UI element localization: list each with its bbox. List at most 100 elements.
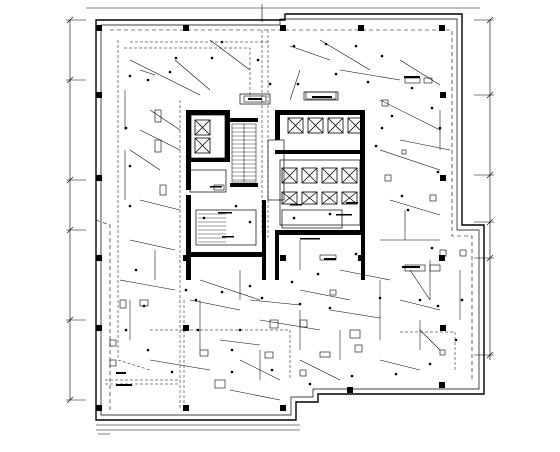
elevator-car — [287, 117, 304, 134]
wire-run — [119, 279, 176, 291]
fixture — [319, 351, 331, 358]
annotation-mark — [116, 384, 132, 386]
structural-column — [96, 405, 102, 411]
elevator-car — [301, 191, 318, 205]
wire-run — [319, 39, 371, 71]
device-dot — [174, 56, 178, 60]
electrical-fixtures — [109, 77, 467, 389]
structural-column — [96, 255, 102, 261]
elevator-cross — [194, 137, 211, 154]
device-dot — [220, 290, 224, 294]
device-dot — [316, 272, 320, 276]
fixture — [243, 95, 267, 103]
structural-column — [358, 25, 364, 31]
fixture — [305, 91, 337, 100]
device-dot — [124, 328, 128, 332]
annotation-marks — [116, 76, 420, 386]
wire-run — [339, 269, 391, 281]
annotation-mark — [312, 96, 332, 98]
elevator-cross — [327, 117, 344, 134]
stair-tread-lines — [198, 127, 256, 243]
fixture — [154, 139, 162, 153]
annotation-mark — [298, 150, 312, 152]
device-dot — [146, 348, 150, 352]
wire-run — [229, 389, 281, 401]
device-dot — [202, 216, 206, 220]
device-dot — [170, 370, 174, 374]
edge-hatch — [96, 424, 300, 435]
structural-column — [440, 92, 446, 98]
wire-run — [219, 339, 261, 346]
device-dot — [366, 80, 370, 84]
fixture — [423, 77, 433, 84]
fixture — [109, 359, 117, 367]
elevator-car — [327, 117, 344, 134]
device-dot — [128, 164, 132, 168]
annotation-mark — [116, 372, 126, 374]
structural-column — [440, 325, 446, 331]
device-dot — [430, 106, 434, 110]
wire-run — [379, 99, 441, 131]
device-dot — [390, 114, 394, 118]
structural-column — [96, 25, 102, 31]
device-dot — [324, 42, 328, 46]
device-dot — [436, 304, 440, 308]
device-dot — [292, 216, 296, 220]
structural-column — [439, 255, 445, 261]
wire-run — [289, 69, 301, 101]
structural-column — [440, 175, 446, 181]
wire-run — [129, 239, 176, 251]
structural-column — [96, 325, 102, 331]
device-dot — [460, 298, 464, 302]
fixture — [354, 344, 363, 353]
fixture — [119, 299, 127, 309]
structural-column — [439, 382, 445, 388]
annotation-mark — [404, 76, 420, 78]
device-dot — [196, 328, 200, 332]
wire-run — [129, 59, 201, 96]
elevator-cross — [341, 167, 358, 184]
fixture — [381, 99, 389, 107]
fixture — [329, 289, 337, 296]
annotation-mark — [324, 258, 336, 260]
fixture — [349, 329, 361, 339]
elevator-cross — [321, 191, 338, 205]
fixture — [439, 249, 447, 257]
device-symbols — [124, 40, 464, 386]
wire-run — [399, 59, 441, 86]
device-dot — [438, 126, 442, 130]
elevator-cross — [321, 167, 338, 184]
device-dot — [334, 72, 338, 76]
device-dot — [248, 284, 252, 288]
wire-run — [139, 199, 181, 211]
structural-column — [183, 325, 189, 331]
wire-run — [189, 299, 241, 311]
stair-treads — [231, 123, 257, 183]
fixture — [439, 349, 446, 356]
device-dot — [308, 382, 312, 386]
device-dot — [230, 370, 234, 374]
structural-column — [280, 255, 286, 261]
device-dot — [194, 298, 198, 302]
annotation-mark — [290, 204, 302, 206]
wire-run — [329, 309, 381, 319]
fixture — [429, 264, 441, 272]
device-dot — [290, 280, 294, 284]
elevator-cross — [281, 191, 298, 205]
wire-run — [259, 319, 321, 331]
device-dot — [394, 372, 398, 376]
device-dot — [134, 268, 138, 272]
device-dot — [234, 204, 238, 208]
wire-run — [199, 279, 261, 301]
fixture — [384, 174, 392, 182]
left-dimension-chain — [66, 16, 86, 404]
device-dot — [374, 144, 378, 148]
structural-column — [439, 25, 445, 31]
structural-column — [96, 92, 102, 98]
device-dot — [168, 70, 172, 74]
fixture — [401, 149, 407, 155]
fixture — [199, 349, 209, 357]
fixture — [269, 319, 279, 329]
device-dot — [328, 306, 332, 310]
